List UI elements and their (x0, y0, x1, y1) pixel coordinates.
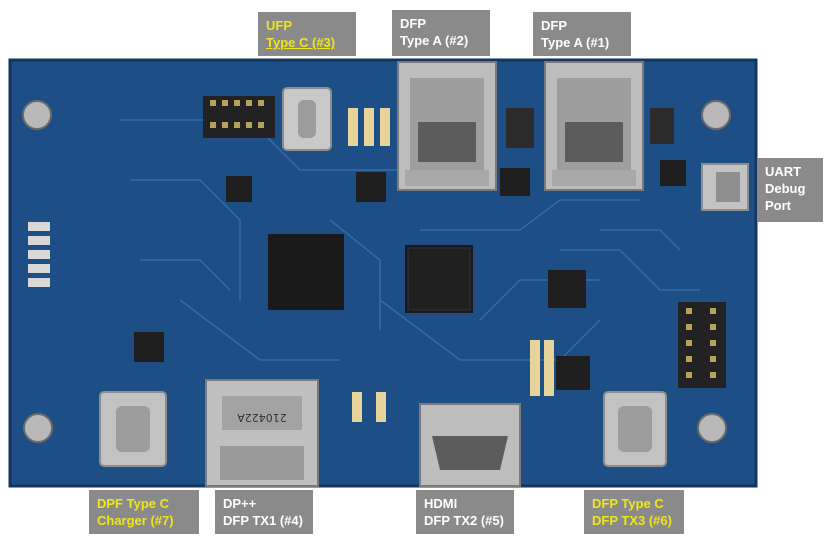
small-chip-6 (500, 168, 530, 196)
dfp-type-a-2-label: DFP Type A (#2) (392, 10, 490, 56)
pcb-traces (120, 119, 700, 361)
dp-label-line2: DFP TX1 (#4) (223, 513, 303, 528)
ufp-label-line1: UFP (266, 18, 292, 33)
small-chip-5 (134, 332, 164, 362)
dfp1-label-line2: Type A (#1) (541, 35, 610, 50)
uart-label-line2: Debug (765, 181, 806, 196)
usb-a-port-1 (544, 61, 644, 191)
dfp2-label-line2: Type A (#2) (400, 33, 469, 48)
usb-a-port-2 (397, 61, 497, 191)
tx3-label-line1: DFP Type C (592, 496, 664, 511)
hdmi-label-line2: DFP TX2 (#5) (424, 513, 504, 528)
uart-label-line3: Port (765, 198, 791, 213)
tx3-typec-label: DFP Type C DFP TX3 (#6) (584, 490, 684, 534)
main-soc-chip (268, 234, 344, 310)
hdmi-label-line1: HDMI (424, 496, 458, 511)
pin-header-top (203, 96, 275, 138)
jumpers (348, 108, 554, 422)
dp-marking: 210422A (237, 411, 287, 424)
small-chip-2 (356, 172, 386, 202)
tx3-label-line2: DFP TX3 (#6) (592, 513, 672, 528)
charger-typec-connector (99, 391, 167, 467)
tx3-typec-connector (603, 391, 667, 467)
dp-connector: 210422A (205, 379, 319, 487)
mounting-holes (22, 100, 731, 443)
dp-tx1-label: DP++ DFP TX1 (#4) (215, 490, 313, 534)
dfp-type-a-1-label: DFP Type A (#1) (533, 12, 631, 56)
uart-label-line1: UART (765, 164, 802, 179)
dfp2-label-line1: DFP (400, 16, 426, 31)
small-chip-1 (226, 176, 252, 202)
small-chip-3 (548, 270, 586, 308)
ufp-typec-label: UFP Type C (#3) (258, 12, 356, 56)
small-chip-4 (556, 356, 590, 390)
charger-label-line1: DPF Type C (97, 496, 169, 511)
resistor-array (28, 222, 50, 287)
ufp-label-line2: Type C (#3) (266, 35, 336, 50)
dfp1-label-line1: DFP (541, 18, 567, 33)
hdmi-tx2-label: HDMI DFP TX2 (#5) (416, 490, 514, 534)
uart-debug-port-label: UART Debug Port (757, 158, 823, 222)
charger-label-line2: Charger (#7) (97, 513, 174, 528)
pin-header-right (678, 302, 726, 388)
hdmi-connector (419, 403, 521, 487)
charger-typec-label: DPF Type C Charger (#7) (89, 490, 199, 534)
small-chip-7 (660, 160, 686, 186)
dp-label-line1: DP++ (223, 496, 257, 511)
